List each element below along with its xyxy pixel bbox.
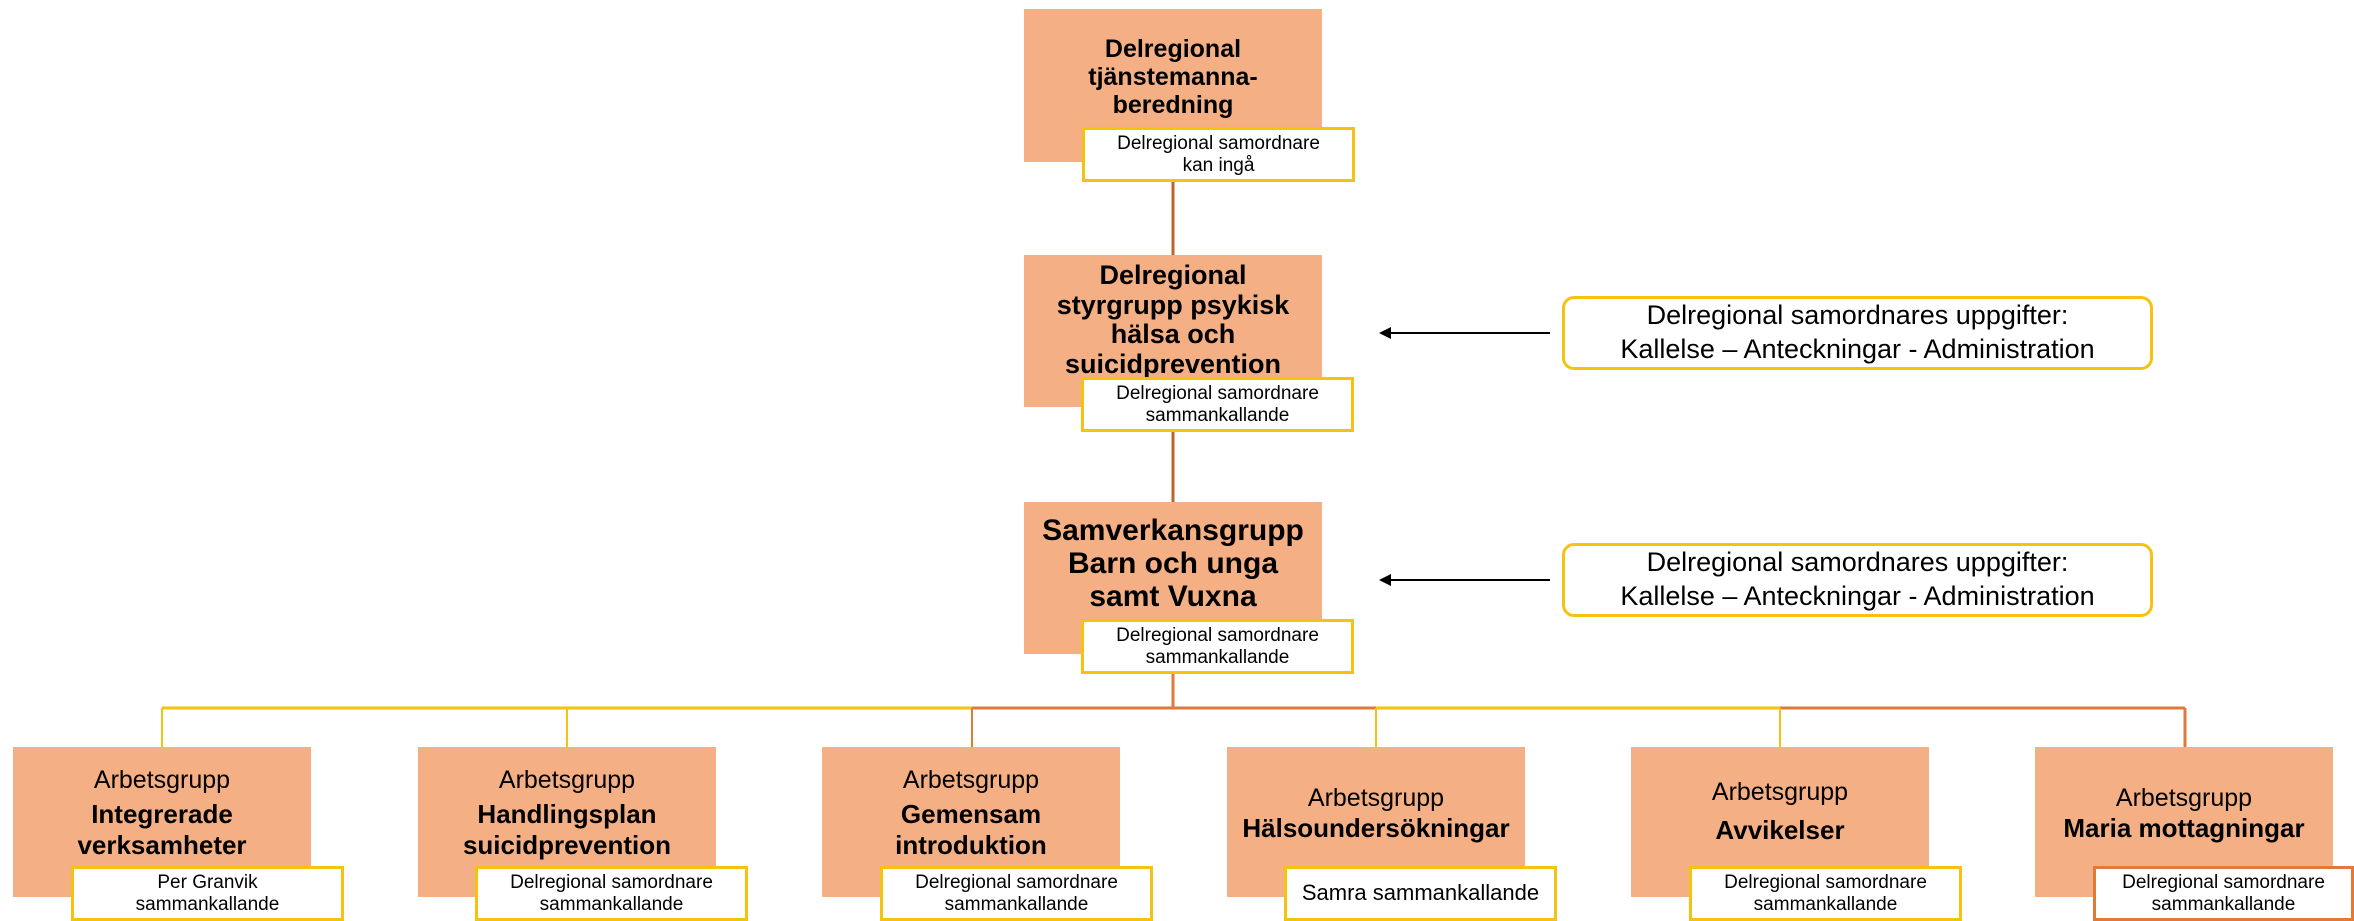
info-line: Delregional samordnares uppgifter: bbox=[1646, 547, 2069, 578]
tag-line: kan ingå bbox=[1182, 154, 1255, 176]
tag-workgroup-maria-mottagningar: Delregional samordnare sammankallande bbox=[2093, 866, 2354, 921]
tag-workgroup-halsoundersokningar: Samra sammankallande bbox=[1284, 866, 1557, 921]
tag-samverkansgrupp: Delregional samordnare sammankallande bbox=[1081, 619, 1354, 674]
tag-line: sammankallande bbox=[944, 893, 1089, 915]
tag-line: sammankallande bbox=[539, 893, 684, 915]
tag-line: Delregional samordnare bbox=[1724, 872, 1927, 894]
node-title-line: Delregional bbox=[1104, 35, 1242, 63]
workgroup-title-line: Gemensam bbox=[900, 799, 1042, 829]
info-box-styrgrupp: Delregional samordnares uppgifter: Kalle… bbox=[1562, 296, 2153, 370]
node-title-line: hälsa och bbox=[1110, 319, 1236, 350]
tag-line: Per Granvik bbox=[157, 872, 258, 894]
node-title-line: samt Vuxna bbox=[1089, 580, 1257, 613]
tag-line: Delregional samordnare bbox=[1116, 625, 1319, 647]
workgroup-title-line: Maria mottagningar bbox=[2063, 813, 2305, 843]
tag-line: sammankallande bbox=[135, 893, 280, 915]
tag-workgroup-integrerade: Per Granvik sammankallande bbox=[71, 866, 344, 921]
tag-workgroup-gemensam-introduktion: Delregional samordnare sammankallande bbox=[880, 866, 1153, 921]
tag-styrgrupp: Delregional samordnare sammankallande bbox=[1081, 377, 1354, 432]
tag-line: sammankallande bbox=[2151, 893, 2296, 915]
workgroup-kind: Arbetsgrupp bbox=[93, 766, 231, 794]
workgroup-kind: Arbetsgrupp bbox=[1711, 778, 1849, 806]
tag-line: Delregional samordnare bbox=[1116, 383, 1319, 405]
workgroup-kind: Arbetsgrupp bbox=[1307, 784, 1445, 812]
tag-workgroup-handlingsplan: Delregional samordnare sammankallande bbox=[475, 866, 748, 921]
workgroup-title-line: Handlingsplan bbox=[477, 799, 657, 829]
node-title-line: styrgrupp psykisk bbox=[1056, 289, 1290, 320]
tag-line: Delregional samordnare bbox=[510, 872, 713, 894]
workgroup-title-line: Integrerade bbox=[91, 799, 233, 829]
tag-line: sammankallande bbox=[1145, 646, 1290, 668]
tag-line: sammankallande bbox=[1145, 404, 1290, 426]
node-title-line: tjänstemanna- bbox=[1088, 63, 1258, 91]
node-title-line: suicidprevention bbox=[1064, 349, 1282, 380]
node-title-line: beredning bbox=[1112, 91, 1234, 119]
info-box-samverkansgrupp: Delregional samordnares uppgifter: Kalle… bbox=[1562, 543, 2153, 617]
tag-line: Delregional samordnare bbox=[1117, 133, 1320, 155]
info-line: Kallelse – Anteckningar - Administration bbox=[1620, 581, 2095, 611]
tag-line: sammankallande bbox=[1753, 893, 1898, 915]
workgroup-kind: Arbetsgrupp bbox=[902, 766, 1040, 794]
workgroup-title-line: suicidprevention bbox=[462, 830, 672, 861]
tag-line: Delregional samordnare bbox=[915, 872, 1118, 894]
info-line: Kallelse – Anteckningar - Administration bbox=[1620, 334, 2095, 364]
tag-tjanstemannaberedning: Delregional samordnare kan ingå bbox=[1082, 127, 1355, 182]
tag-line: Samra sammankallande bbox=[1301, 880, 1540, 906]
tag-line: Delregional samordnare bbox=[2122, 872, 2325, 894]
tag-workgroup-avvikelser: Delregional samordnare sammankallande bbox=[1689, 866, 1962, 921]
workgroup-title-line: verksamheter bbox=[77, 830, 247, 861]
workgroup-kind: Arbetsgrupp bbox=[498, 766, 636, 794]
info-line: Delregional samordnares uppgifter: bbox=[1646, 300, 2069, 331]
node-title-line: Barn och unga bbox=[1067, 547, 1278, 580]
workgroup-kind: Arbetsgrupp bbox=[2115, 784, 2253, 812]
workgroup-title-line: Avvikelser bbox=[1715, 815, 1845, 845]
node-title-line: Samverkansgrupp bbox=[1042, 514, 1304, 547]
node-title-line: Delregional bbox=[1099, 260, 1247, 290]
workgroup-title-line: introduktion bbox=[895, 830, 1047, 861]
workgroup-title-line: Hälsoundersökningar bbox=[1242, 813, 1510, 843]
